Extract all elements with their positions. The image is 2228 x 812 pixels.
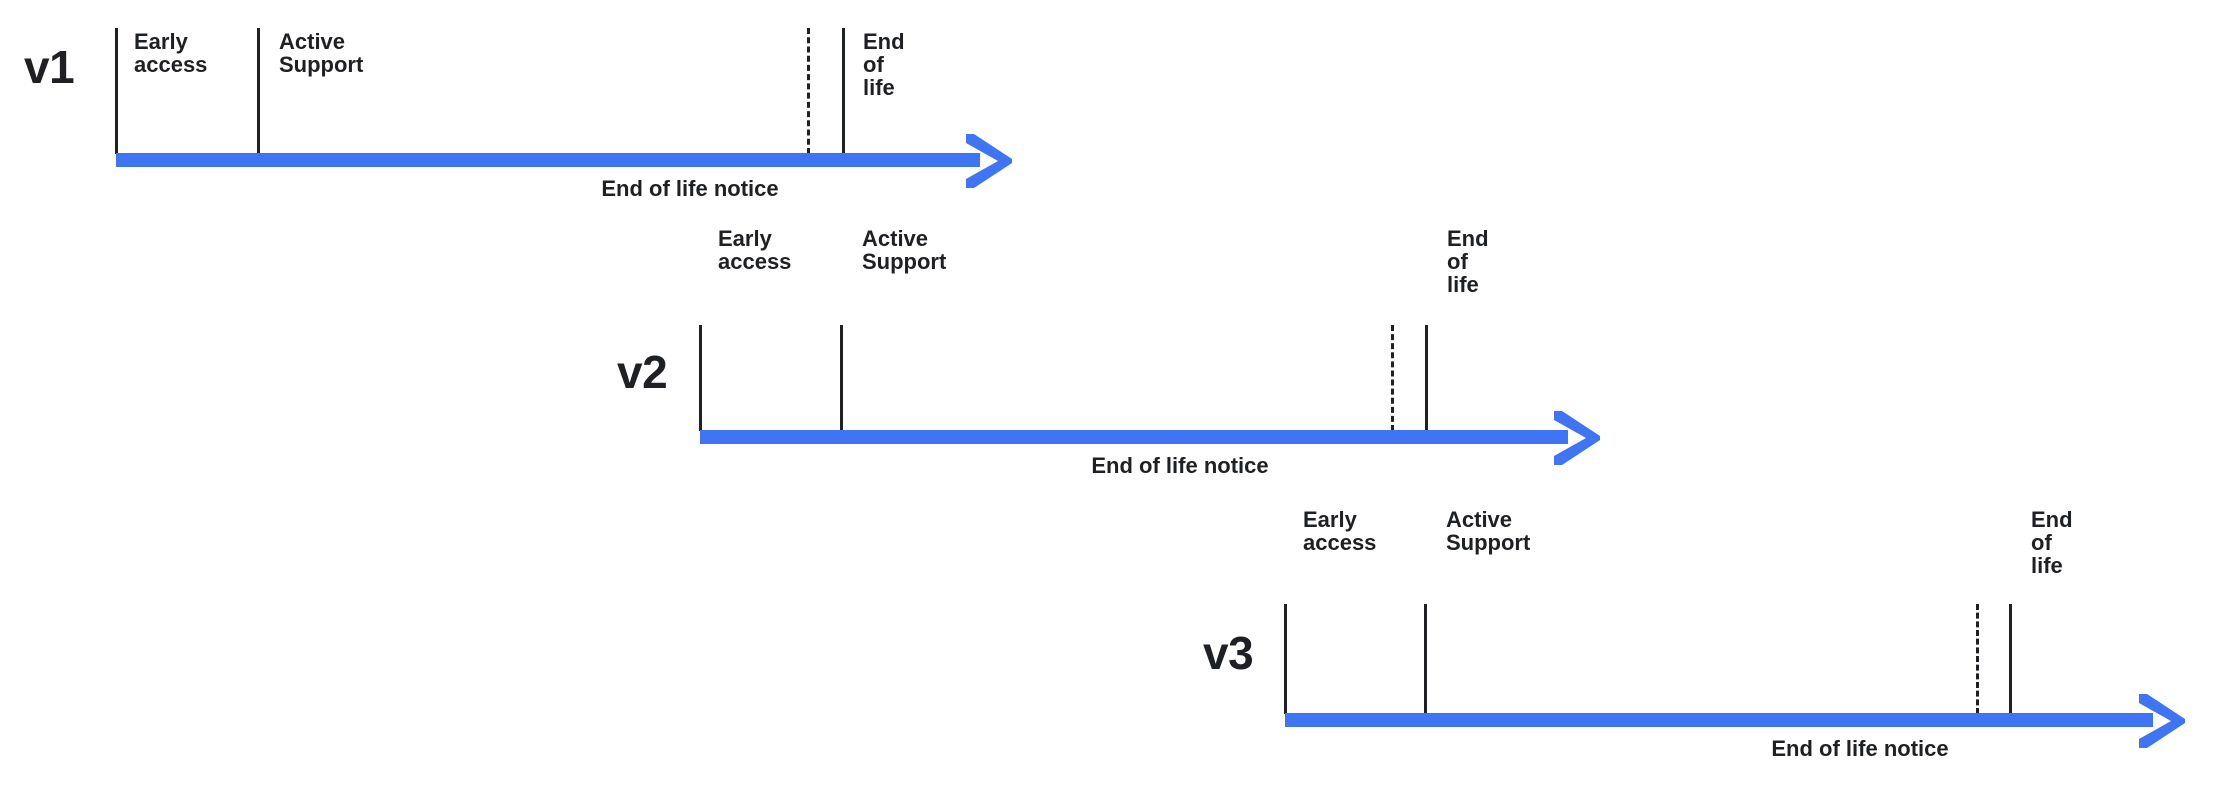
end-of-life-notice-label-v3: End of life notice (1771, 736, 1949, 761)
version-label-v2: v2 (617, 346, 668, 398)
phase-label-end-of-life-v2: End of life (1447, 226, 1489, 298)
timeline-bar-v1 (116, 153, 980, 167)
phase-divider-active-support-v1 (257, 28, 260, 154)
phase-label-early-access-v3: Early access (1303, 507, 1377, 556)
timeline-bar-v3 (1285, 713, 2153, 727)
phase-label-active-support-v1: Active Support (279, 29, 364, 78)
version-label-v1: v1 (24, 41, 75, 93)
phase-divider-end-of-life-v3 (2009, 604, 2012, 714)
phase-divider-start-v1 (115, 28, 118, 154)
phase-divider-start-v3 (1284, 604, 1287, 714)
timeline-arrow-icon-v3 (2135, 692, 2185, 748)
phase-divider-active-support-v3 (1424, 604, 1427, 714)
phase-label-active-support-v2: Active Support (862, 226, 947, 275)
end-of-life-notice-label-v2: End of life notice (1091, 453, 1269, 478)
phase-divider-active-support-v2 (840, 325, 843, 431)
eol-notice-marker-v3 (1976, 604, 1979, 714)
phase-label-end-of-life-v3: End of life (2031, 507, 2073, 579)
timeline-arrow-icon-v2 (1550, 409, 1600, 465)
end-of-life-notice-label-v1: End of life notice (601, 176, 779, 201)
timeline-bar-v2 (700, 430, 1568, 444)
timeline-arrow-icon-v1 (962, 132, 1012, 188)
phase-divider-start-v2 (699, 325, 702, 431)
phase-divider-end-of-life-v2 (1425, 325, 1428, 431)
version-label-v3: v3 (1203, 627, 1254, 679)
eol-notice-marker-v2 (1391, 325, 1394, 431)
eol-notice-marker-v1 (807, 28, 810, 154)
phase-label-end-of-life-v1: End of life (863, 29, 905, 101)
phase-divider-end-of-life-v1 (842, 28, 845, 154)
phase-label-early-access-v2: Early access (718, 226, 792, 275)
phase-label-early-access-v1: Early access (134, 29, 208, 78)
phase-label-active-support-v3: Active Support (1446, 507, 1531, 556)
